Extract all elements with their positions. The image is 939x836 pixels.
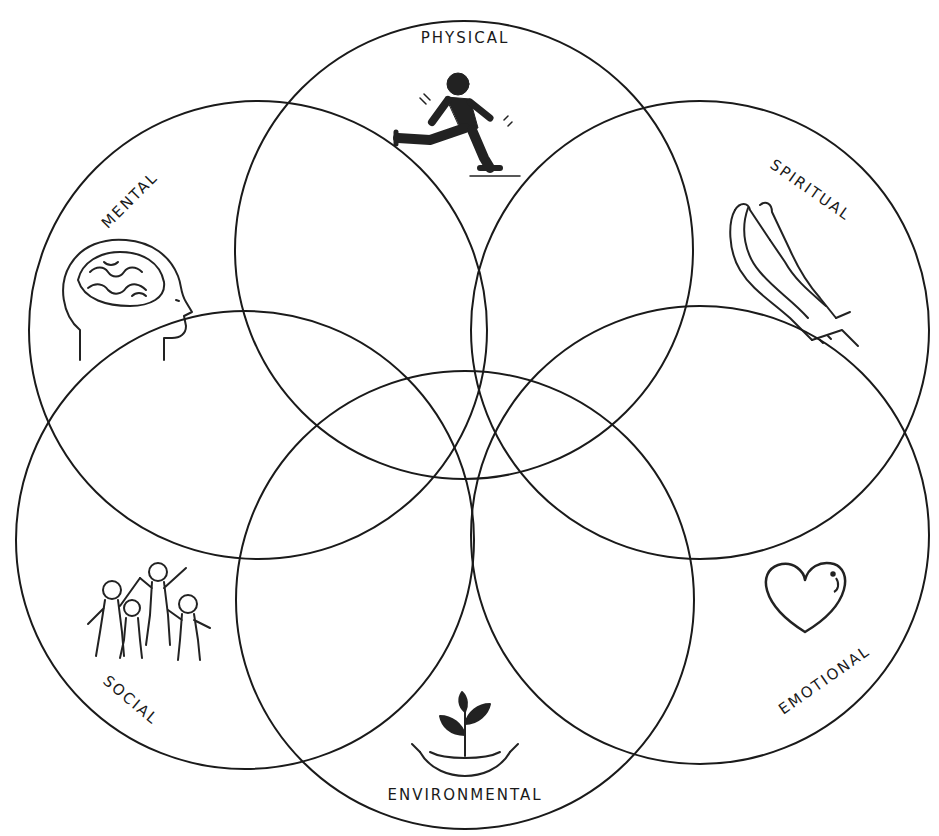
runner-icon bbox=[396, 73, 520, 176]
wellness-circle: MENTAL bbox=[28, 100, 488, 560]
wellness-circle: PHYSICAL bbox=[234, 20, 694, 480]
dimension-label: PHYSICAL bbox=[421, 31, 510, 46]
circle-outline bbox=[28, 100, 488, 560]
circle-outline bbox=[470, 100, 930, 560]
dimension-label: ENVIRONMENTAL bbox=[387, 788, 542, 803]
circle-outline bbox=[470, 305, 930, 765]
circle-outline bbox=[471, 101, 929, 559]
wellness-circle: EMOTIONAL bbox=[470, 305, 930, 765]
circle-outline bbox=[16, 311, 474, 769]
dimension-label: MENTAL bbox=[99, 169, 161, 231]
praying-hands-icon bbox=[730, 203, 858, 346]
dimension-label: EMOTIONAL bbox=[777, 643, 874, 717]
plant-hands-icon bbox=[412, 692, 518, 776]
people-group-icon bbox=[88, 563, 210, 660]
dimension-label: SOCIAL bbox=[100, 673, 161, 727]
brain-head-icon bbox=[63, 240, 192, 360]
wellness-circle: SPIRITUAL bbox=[470, 100, 930, 560]
dimension-label: SPIRITUAL bbox=[767, 157, 853, 224]
heart-icon bbox=[766, 563, 845, 632]
wellness-circle: SOCIAL bbox=[15, 310, 475, 770]
circle-outline bbox=[15, 310, 475, 770]
circle-outline bbox=[234, 20, 694, 480]
circle-outline bbox=[235, 21, 693, 479]
circle-outline bbox=[29, 101, 487, 559]
circle-outline bbox=[471, 306, 929, 764]
